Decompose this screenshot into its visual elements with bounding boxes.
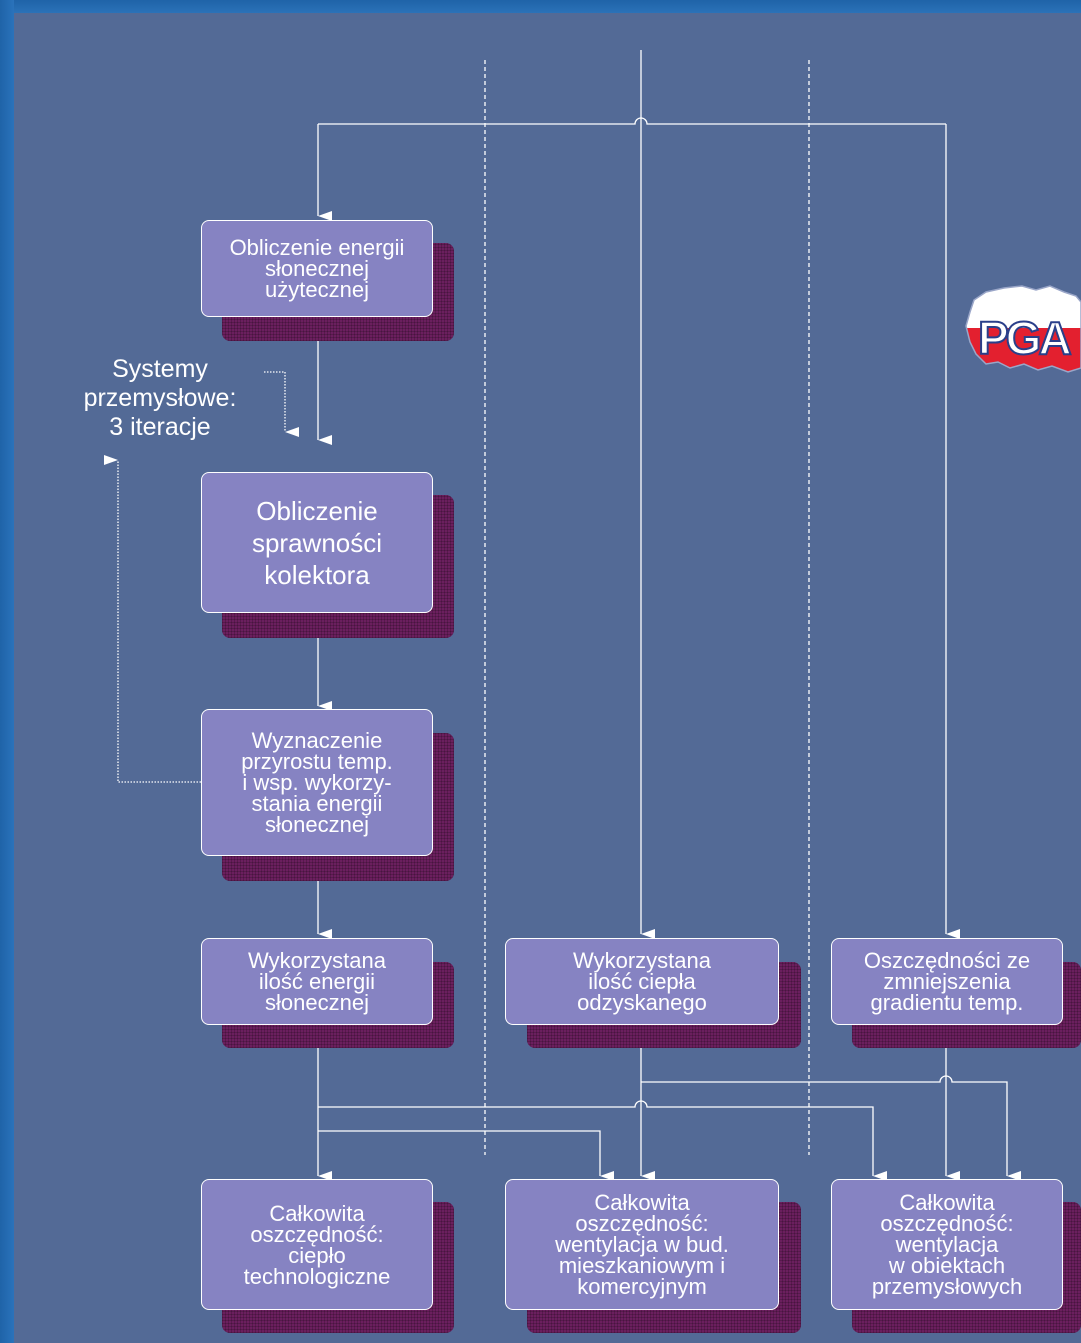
top-horizontal-line: [318, 117, 946, 125]
box-recovered-heat: Wykorzystana ilość ciepła odzyskanego: [505, 938, 779, 1025]
annotation-arrow: [264, 371, 299, 437]
box-total-residential-ventilation: Całkowita oszczędność: wentylacja w bud.…: [505, 1179, 779, 1310]
iteration-annotation: Systemy przemysłowe: 3 iteracje: [83, 355, 237, 441]
box-collector-efficiency: Obliczenie sprawności kolektora: [201, 472, 433, 613]
slide-background: [14, 13, 1081, 1343]
box-used-solar-energy: Wykorzystana ilość energii słonecznej: [201, 938, 433, 1025]
arrow-recovered-to-industrial-vent: [641, 1075, 1021, 1181]
box-gradient-savings: Oszczędności ze zmniejszenia gradientu t…: [831, 938, 1063, 1025]
iteration-loop-line: [104, 455, 201, 783]
logo-text: PGA: [978, 312, 1070, 364]
slide-frame-left: [0, 0, 14, 1343]
arrow-solar-to-residential-vent: [318, 1130, 614, 1181]
box-total-industrial-ventilation: Całkowita oszczędność: wentylacja w obie…: [831, 1179, 1063, 1310]
box-solar-energy-calculation: Obliczenie energii słonecznej użytecznej: [201, 220, 433, 317]
box-temperature-increase: Wyznaczenie przyrostu temp. i wsp. wykor…: [201, 709, 433, 856]
arrow-solar-to-industrial-vent: [318, 1100, 887, 1181]
slide-frame-top: [0, 0, 1081, 13]
pga-logo: PGA: [965, 285, 1081, 373]
box-total-process-heat: Całkowita oszczędność: ciepło technologi…: [201, 1179, 433, 1310]
